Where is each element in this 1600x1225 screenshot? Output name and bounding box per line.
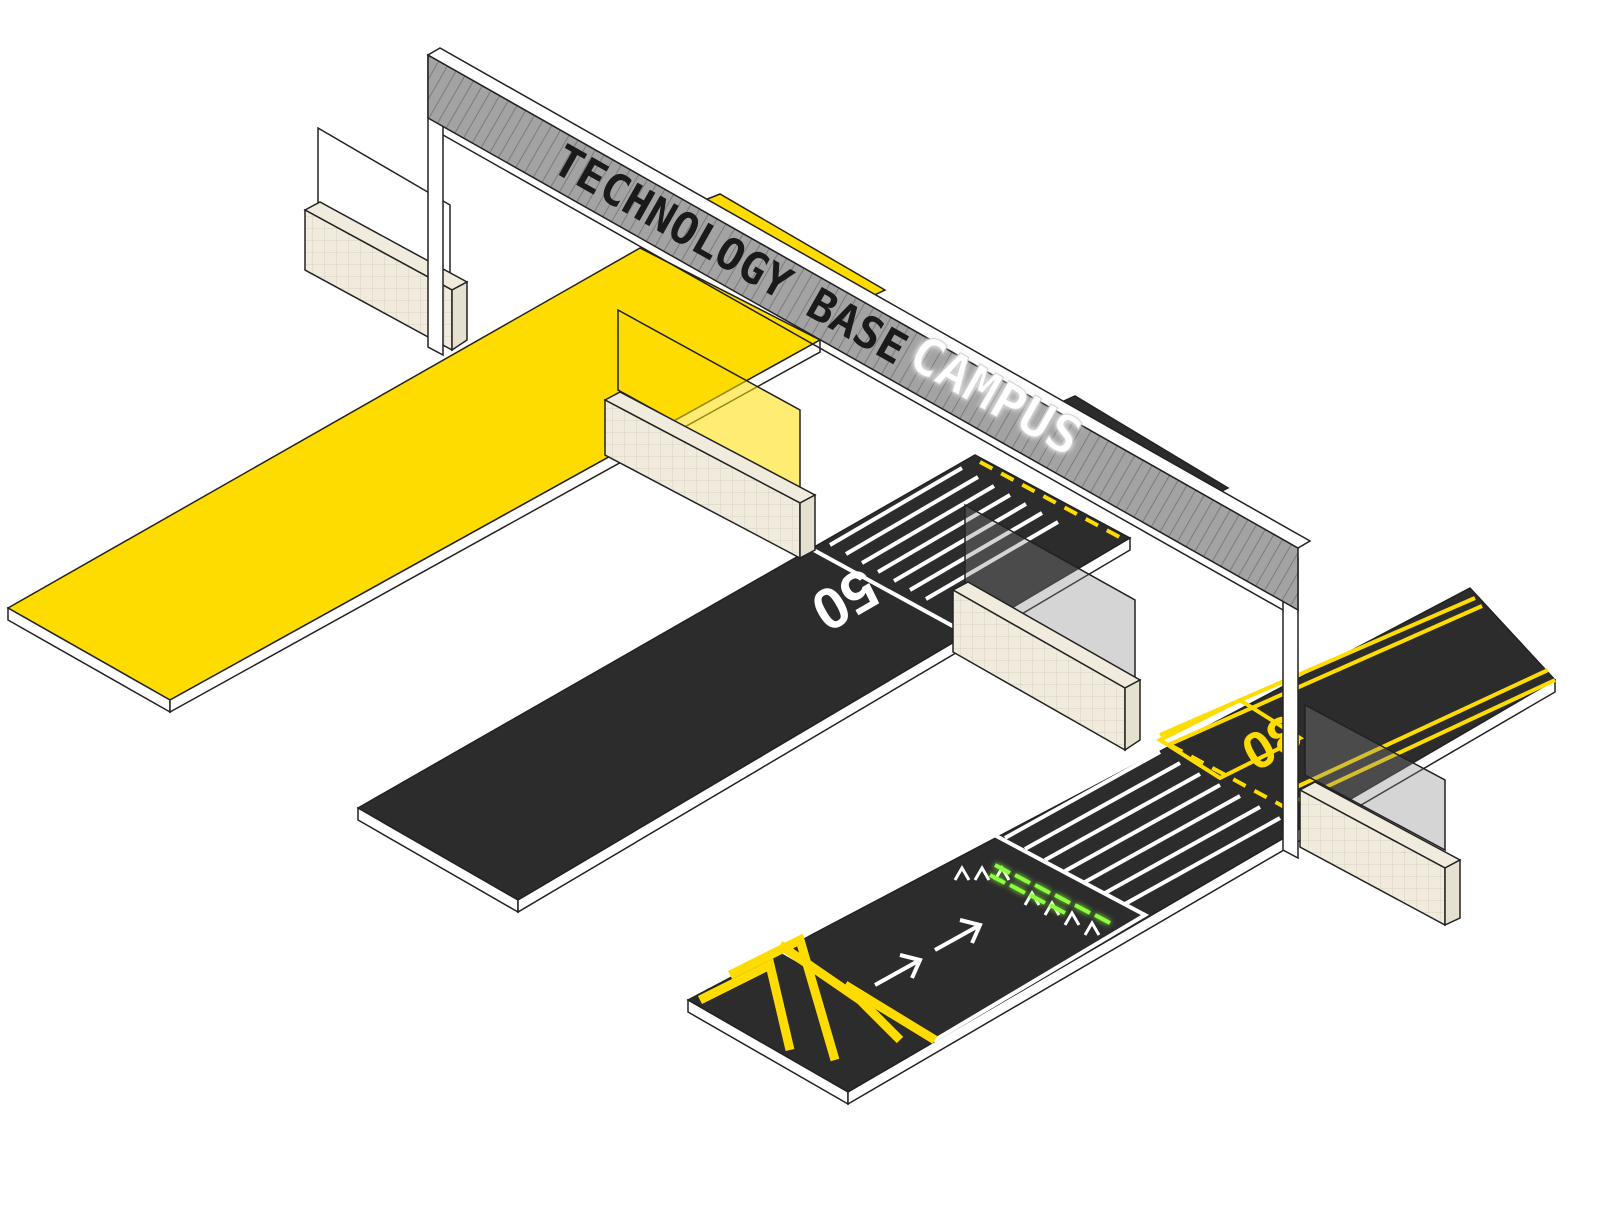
barrier-middle (603, 308, 817, 560)
direction-arrows (874, 918, 983, 987)
barrier-front-right (1298, 703, 1462, 927)
barrier-back-left (303, 126, 469, 352)
right-road: 30 (686, 587, 1557, 1106)
chevron-markings (953, 865, 1101, 936)
barrier-right-middle (951, 503, 1142, 752)
hazard-chevrons (697, 933, 938, 1062)
sensor-glow-strips (989, 863, 1111, 925)
